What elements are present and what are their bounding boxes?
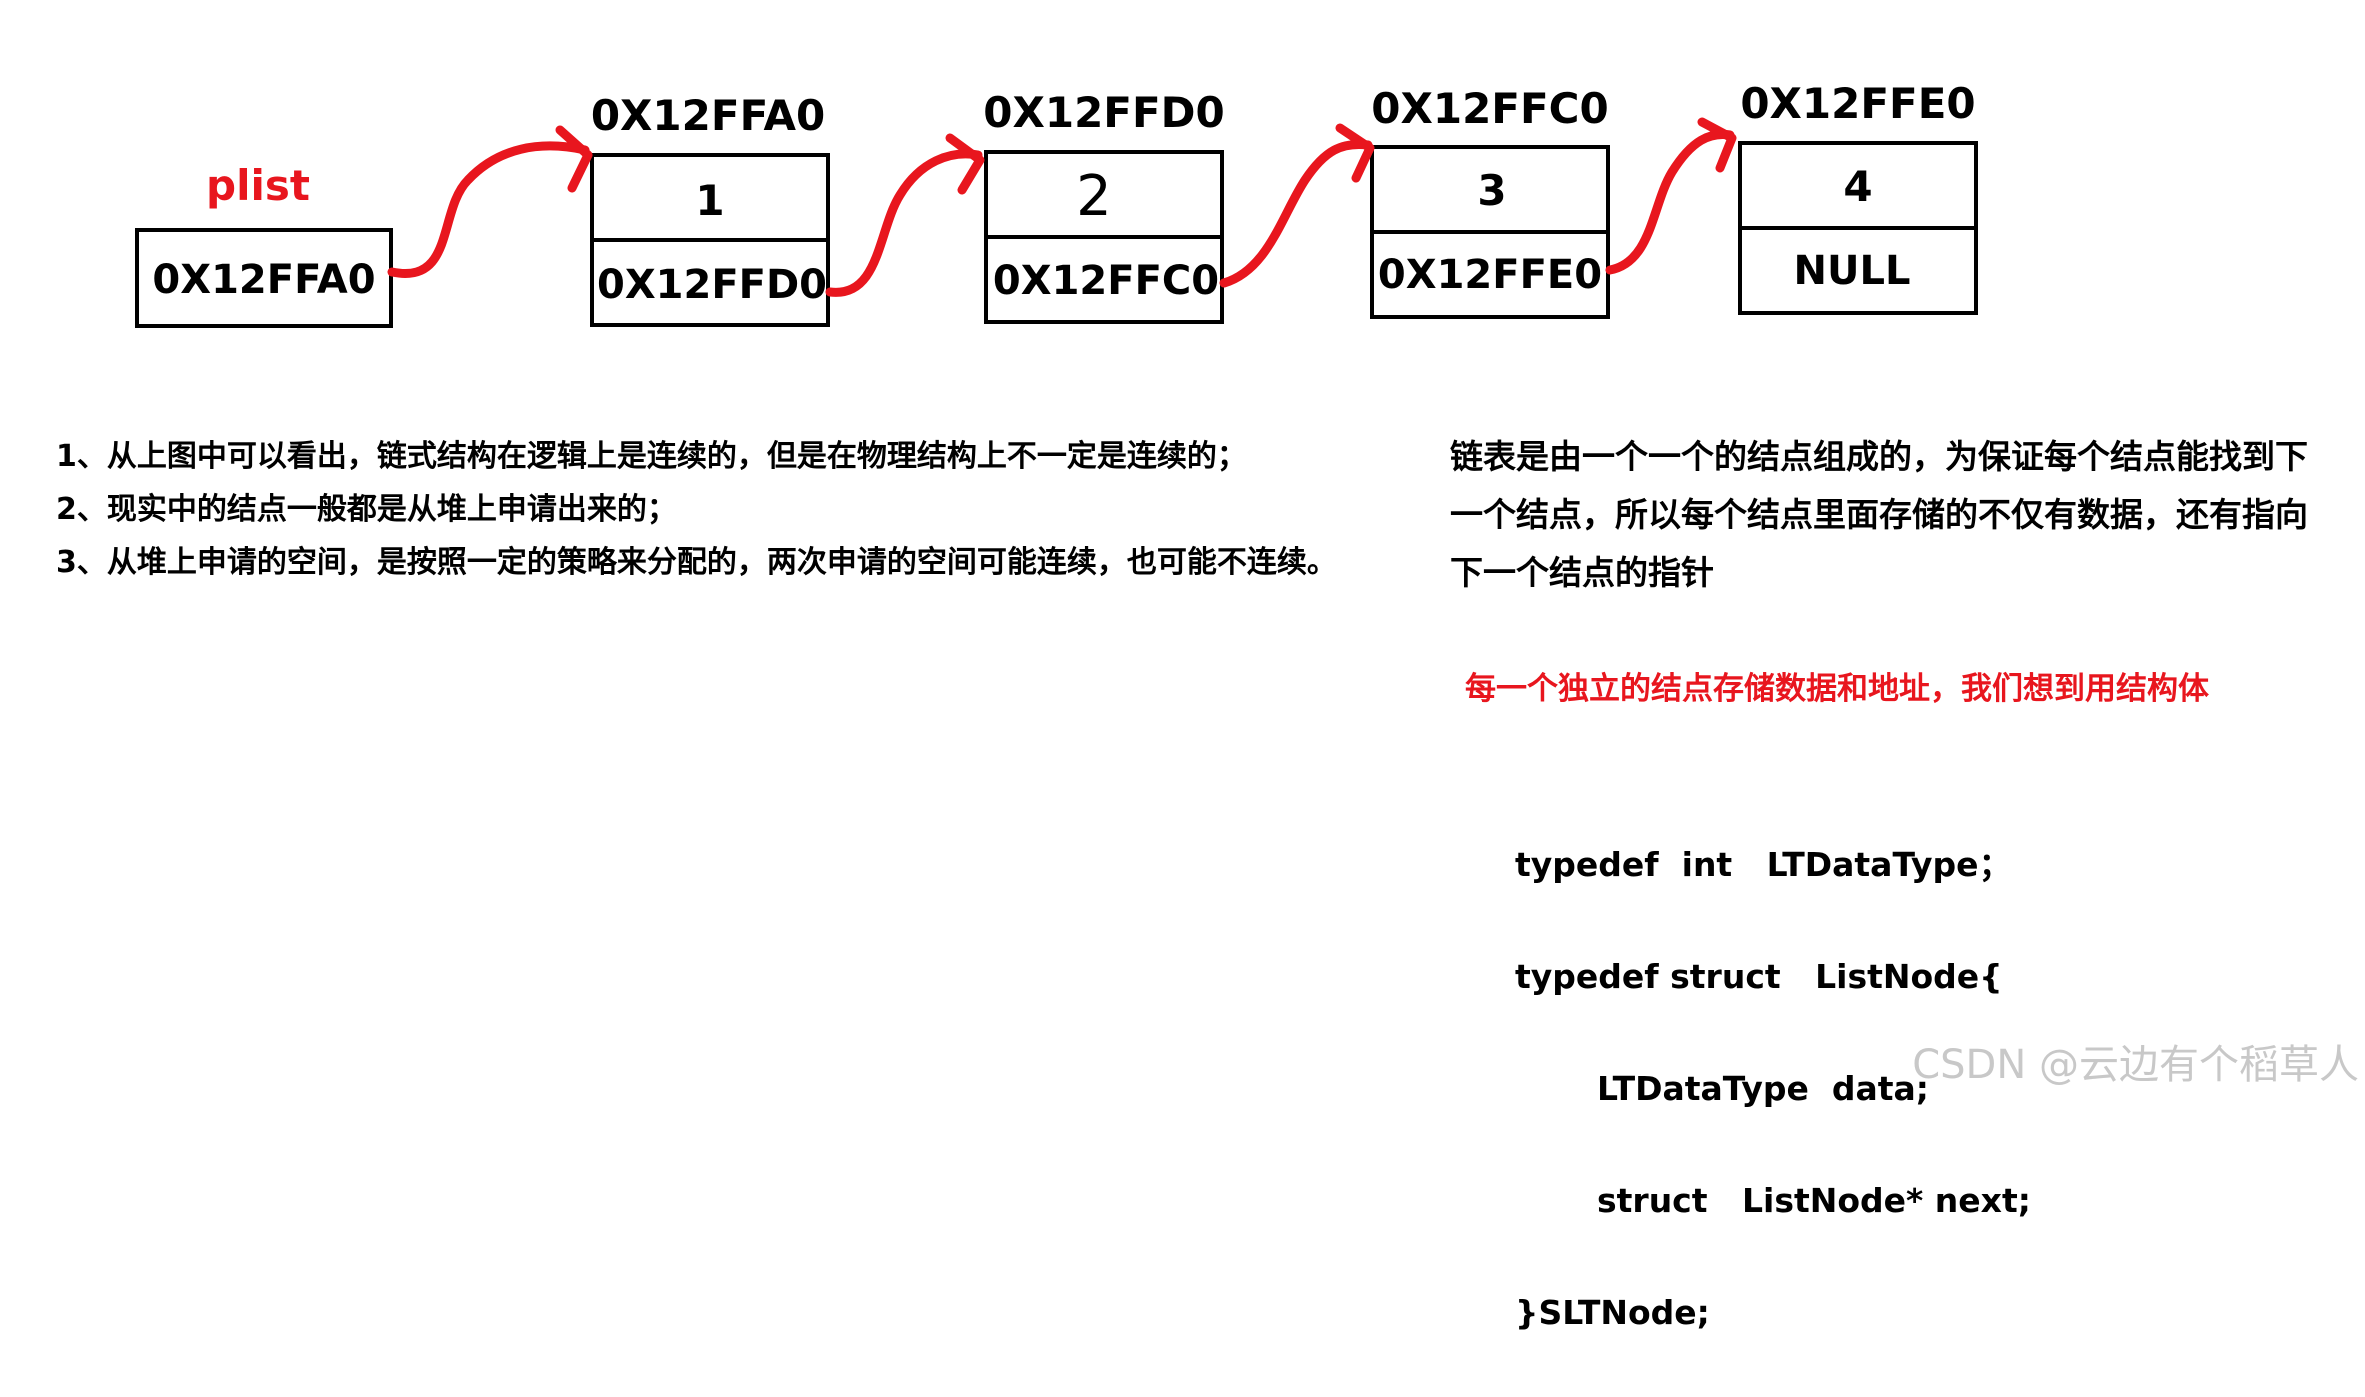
highlight-text: 每一个独立的结点存储数据和地址，我们想到用结构体	[1465, 671, 2209, 707]
node-1-next: 0X12FFD0	[597, 262, 827, 308]
node-1-data: 1	[695, 176, 724, 225]
note-item-3: 3、从堆上申请的空间，是按照一定的策略来分配的，两次申请的空间可能连续，也可能不…	[56, 545, 1337, 580]
note-item-2: 2、现实中的结点一般都是从堆上申请出来的；	[56, 492, 677, 527]
list-node-2: 0X12FFD0 2 0X12FFC0	[983, 88, 1225, 324]
node-3-next: 0X12FFE0	[1378, 252, 1602, 298]
pointer-label: plist	[206, 161, 310, 210]
pointer-box	[135, 228, 393, 328]
explanation-text: 链表是由一个一个的结点组成的，为保证每个结点能找到下一个结点，所以每个结点里面存…	[1450, 437, 2308, 592]
list-node-3: 0X12FFC0 3 0X12FFE0	[1370, 84, 1610, 319]
list-node-1: 0X12FFA0 1 0X12FFD0	[590, 91, 830, 327]
arrow-node-3-to-node-4	[1605, 129, 1735, 275]
code-line-2: typedef struct ListNode{	[1515, 957, 2003, 996]
notes-list: 1、从上图中可以看出，链式结构在逻辑上是连续的，但是在物理结构上不一定是连续的；…	[56, 430, 1337, 589]
pointer-value: 0X12FFA0	[152, 257, 375, 303]
arrowhead-3	[1335, 123, 1375, 183]
code-line-1: typedef int LTDataType；	[1515, 845, 2012, 884]
node-2-next: 0X12FFC0	[993, 258, 1219, 304]
note-item-1: 1、从上图中可以看出，链式结构在逻辑上是连续的，但是在物理结构上不一定是连续的；	[56, 439, 1247, 474]
watermark: CSDN @云边有个稻草人	[1912, 1042, 2359, 1088]
linked-list-diagram: plist 0X12FFA0 0X12FFA0 1 0X12FFD0 0X12F…	[135, 79, 1978, 328]
code-line-5: }SLTNode;	[1515, 1293, 1710, 1332]
arrow-node-1-to-node-2	[825, 149, 983, 297]
node-1-address: 0X12FFA0	[591, 91, 825, 140]
list-node-4: 0X12FFE0 4 NULL	[1738, 79, 1978, 315]
node-4-data: 4	[1843, 162, 1872, 211]
node-3-data: 3	[1477, 166, 1506, 215]
arrow-node-2-to-node-3	[1219, 139, 1373, 288]
code-line-4: struct ListNode* next;	[1597, 1181, 2031, 1220]
node-2-address: 0X12FFD0	[983, 88, 1225, 137]
node-4-next: NULL	[1794, 248, 1911, 294]
arrowhead-4	[1697, 117, 1737, 173]
arrow-plist-to-node-1	[387, 141, 590, 278]
arrowhead-1	[555, 125, 593, 193]
node-4-address: 0X12FFE0	[1740, 79, 1975, 128]
pointer-variable: plist 0X12FFA0	[135, 161, 393, 328]
node-2-data: 2	[1076, 164, 1112, 229]
arrowhead-2	[945, 133, 985, 195]
node-3-address: 0X12FFC0	[1371, 84, 1608, 133]
pointer-arrows	[387, 117, 1737, 297]
